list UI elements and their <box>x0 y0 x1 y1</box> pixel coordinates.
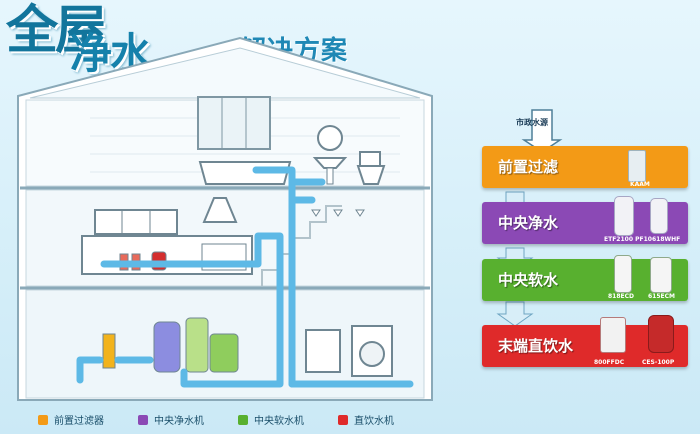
product-label: CES-100P <box>642 359 675 366</box>
toilet-bowl <box>356 165 386 185</box>
product-label: ETF2100 PF10 <box>604 236 652 243</box>
softener-product-image-1 <box>614 255 632 293</box>
flow-step-label: 中央净水 <box>498 214 559 232</box>
washer-door <box>359 341 385 367</box>
product-label: KAAM <box>630 181 650 188</box>
legend-swatch <box>338 415 348 425</box>
legend-swatch <box>238 415 248 425</box>
central-purifier-unit <box>153 321 181 373</box>
softener-product-image-2 <box>650 257 672 293</box>
title-part1: 全屋 <box>6 1 107 61</box>
water-pipes <box>76 166 414 388</box>
legend-label: 中央净水机 <box>154 416 204 427</box>
flow-step-purifier: 中央净水 ETF2100 PF10 618WHF <box>482 196 688 244</box>
softener-unit-2 <box>209 333 239 373</box>
legend-label: 前置过滤器 <box>54 416 104 427</box>
legend-swatch <box>38 415 48 425</box>
water-source-label: 市政水源 <box>516 118 548 127</box>
drinking-product-image-1 <box>600 317 626 353</box>
bathroom-window <box>197 96 271 150</box>
product-label: 615ECM <box>648 293 675 300</box>
flow-step-softener: 中央软水 818ECD 615ECM <box>482 255 688 301</box>
mirror <box>317 125 343 151</box>
shower-heads <box>311 209 365 217</box>
product-label: 618WHF <box>652 236 681 243</box>
flow-step-label: 前置过滤 <box>498 158 559 176</box>
washbasin <box>312 157 348 169</box>
legend-item-softener: 中央软水机 <box>238 412 304 427</box>
purifier-product-image-2 <box>650 198 668 234</box>
house-illustration <box>17 36 433 401</box>
legend-item-prefilter: 前置过滤器 <box>38 412 104 427</box>
softener-unit-1 <box>185 317 209 373</box>
product-label: 818ECD <box>608 293 635 300</box>
kitchen-cabinet <box>94 209 178 235</box>
purifier-product-image-1 <box>614 196 634 236</box>
flow-step-drinking: 末端直饮水 800FFDC CES-100P <box>482 315 688 367</box>
legend-swatch <box>138 415 148 425</box>
water-heater <box>305 329 341 373</box>
legend-item-drinking: 直饮水机 <box>338 412 394 427</box>
flow-step-label: 中央软水 <box>498 271 559 289</box>
flow-step-label: 末端直饮水 <box>498 337 574 355</box>
product-label: 800FFDC <box>594 359 625 366</box>
flow-arrow-3 <box>496 301 534 327</box>
prefilter-product-image <box>628 150 646 182</box>
flow-step-prefilter: 前置过滤 KAAM <box>482 146 688 188</box>
range-hood <box>202 197 238 223</box>
drinking-product-image-2 <box>648 315 674 353</box>
toilet-tank <box>359 151 381 167</box>
basin-stand <box>326 167 334 185</box>
pre-filter-unit <box>102 333 116 369</box>
legend-label: 直饮水机 <box>354 416 394 427</box>
legend-label: 中央软水机 <box>254 416 304 427</box>
legend-item-purifier: 中央净水机 <box>138 412 204 427</box>
house-roof <box>29 47 421 99</box>
